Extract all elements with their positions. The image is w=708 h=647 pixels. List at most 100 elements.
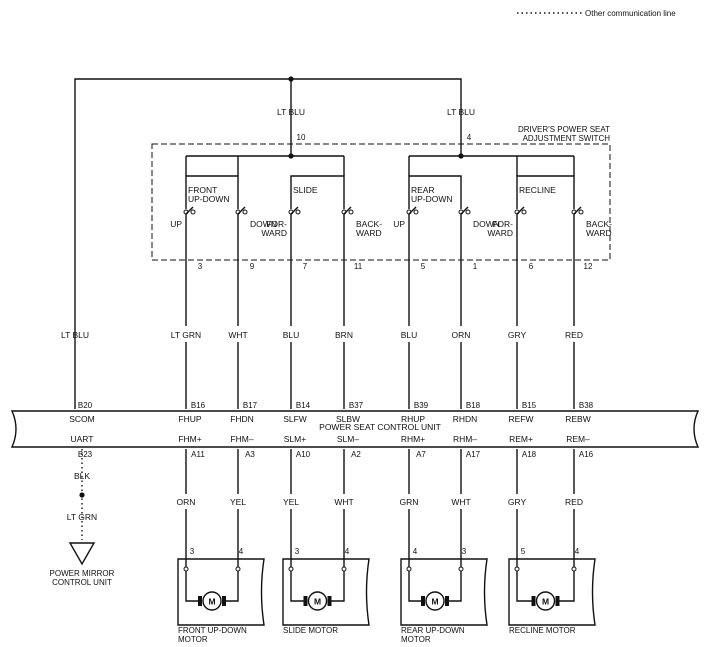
unit-top-signal: RHDN — [453, 414, 478, 424]
unit-top-signal: REFW — [508, 414, 533, 424]
lower-wire-color: YEL — [283, 497, 299, 507]
motor-terminal-icon — [406, 566, 412, 572]
switch-pin: 3 — [198, 262, 203, 271]
switch-group-label-line1: REAR — [411, 185, 435, 195]
motor-icon — [425, 591, 445, 611]
switch-contact-icon — [242, 209, 248, 215]
motor-lead — [449, 571, 462, 602]
lower-wire-color: WHT — [334, 497, 353, 507]
lower-wire-color: YEL — [230, 497, 246, 507]
switch-contact-icon — [578, 209, 584, 215]
motor-symbol: M — [542, 597, 549, 607]
unit-bottom-pin: A10 — [296, 450, 311, 459]
unit-bottom-pin: A17 — [466, 450, 481, 459]
switch-pin: 7 — [303, 262, 308, 271]
motor-brush-icon — [531, 596, 536, 606]
motor-label-line1: REAR UP-DOWN — [401, 626, 465, 635]
motor-symbol: M — [314, 597, 321, 607]
feed-wiring: LT BLU LT BLU 10 4 LT BLU — [61, 76, 475, 409]
upper-wire-color: LT GRN — [171, 330, 201, 340]
motor-lead — [226, 571, 239, 602]
switch-group-label-line2: UP-DOWN — [411, 194, 453, 204]
motor-icon — [535, 591, 556, 611]
motor-terminal-icon — [458, 566, 464, 572]
switch-contact-icon — [521, 209, 527, 215]
motor-symbol: M — [208, 597, 215, 607]
motor-lead — [559, 571, 575, 602]
unit-top-signal: REBW — [565, 414, 591, 424]
motor-brush-icon — [555, 596, 560, 606]
unit-bottom-signal: FHM+ — [178, 434, 201, 444]
connector-dot — [79, 492, 85, 498]
motor-label-line1: RECLINE MOTOR — [509, 626, 576, 635]
mirror-unit-line1: POWER MIRROR — [50, 569, 115, 578]
control-unit-name: POWER SEAT CONTROL UNIT — [319, 422, 441, 432]
motor-label-line2: MOTOR — [401, 635, 431, 644]
motor-housing — [400, 558, 488, 626]
unit-bottom-signal: FHM– — [230, 434, 253, 444]
switch-blade-icon — [237, 206, 246, 215]
control-unit: POWER SEAT CONTROL UNIT B20 SCOM UART B2… — [10, 401, 700, 459]
unit-labels: B16FHUPFHM+A11B17FHDNFHM–A3B14SLFWSLM+A1… — [178, 401, 593, 459]
switch-position-label: FOR- — [492, 219, 513, 229]
left-bottom-signal: UART — [71, 434, 94, 444]
feed-right-pin: 4 — [467, 133, 472, 142]
motor-brush-icon — [303, 596, 308, 606]
switch-pin: 11 — [354, 262, 363, 271]
switch-group-bracket — [516, 175, 575, 209]
unit-bottom-pin: A3 — [245, 450, 255, 459]
unit-bottom-signal: RHM+ — [401, 434, 425, 444]
upper-wire-color: BLU — [283, 330, 300, 340]
motor-brush-icon — [327, 596, 332, 606]
switch-contact-icon — [413, 209, 419, 215]
lower-wire-color: ORN — [177, 497, 196, 507]
unit-bottom-signal: SLM– — [337, 434, 359, 444]
switch-contact-icon — [348, 209, 354, 215]
unit-top-pin: B17 — [243, 401, 258, 410]
switch-blade-icon — [460, 206, 469, 215]
uart-wire-2: LT GRN — [67, 512, 97, 522]
motor-lead — [408, 571, 421, 602]
switch-position-label: BACK- — [586, 219, 612, 229]
switch-blade-icon — [573, 206, 582, 215]
motor-lead — [331, 571, 345, 602]
left-top-signal: SCOM — [69, 414, 95, 424]
motor-housing — [508, 558, 596, 626]
switch-contact-icon — [465, 209, 471, 215]
motor-brush-icon — [445, 596, 449, 606]
motor-terminal-icon — [514, 566, 520, 572]
unit-bottom-signal: SLM+ — [284, 434, 306, 444]
motor-icon — [307, 591, 328, 611]
switch-box — [151, 143, 611, 261]
unit-top-pin: B38 — [579, 401, 594, 410]
motor-pin: 4 — [413, 547, 418, 556]
switch-position-label: DOWN — [473, 219, 500, 229]
switch-group-bracket — [185, 175, 239, 209]
lower-wire-color: WHT — [451, 497, 470, 507]
unit-top-pin: B14 — [296, 401, 311, 410]
unit-top-signal: SLFW — [283, 414, 307, 424]
motor-brush-icon — [222, 596, 226, 606]
switch-blade-icon — [185, 206, 194, 215]
left-bottom-pin: B23 — [78, 450, 93, 459]
upper-wire-color: WHT — [228, 330, 247, 340]
switch-position-label: WARD — [356, 228, 382, 238]
feed-left-wire-label: LT BLU — [277, 107, 305, 117]
switch-title-line2: ADJUSTMENT SWITCH — [523, 134, 611, 143]
upper-wire-color: BLU — [401, 330, 418, 340]
motor-terminal-icon — [235, 566, 241, 572]
legend-text: Other communication line — [585, 9, 676, 18]
splice-dot — [288, 153, 294, 159]
motor-label-line2: MOTOR — [178, 635, 208, 644]
unit-top-signal: FHDN — [230, 414, 254, 424]
